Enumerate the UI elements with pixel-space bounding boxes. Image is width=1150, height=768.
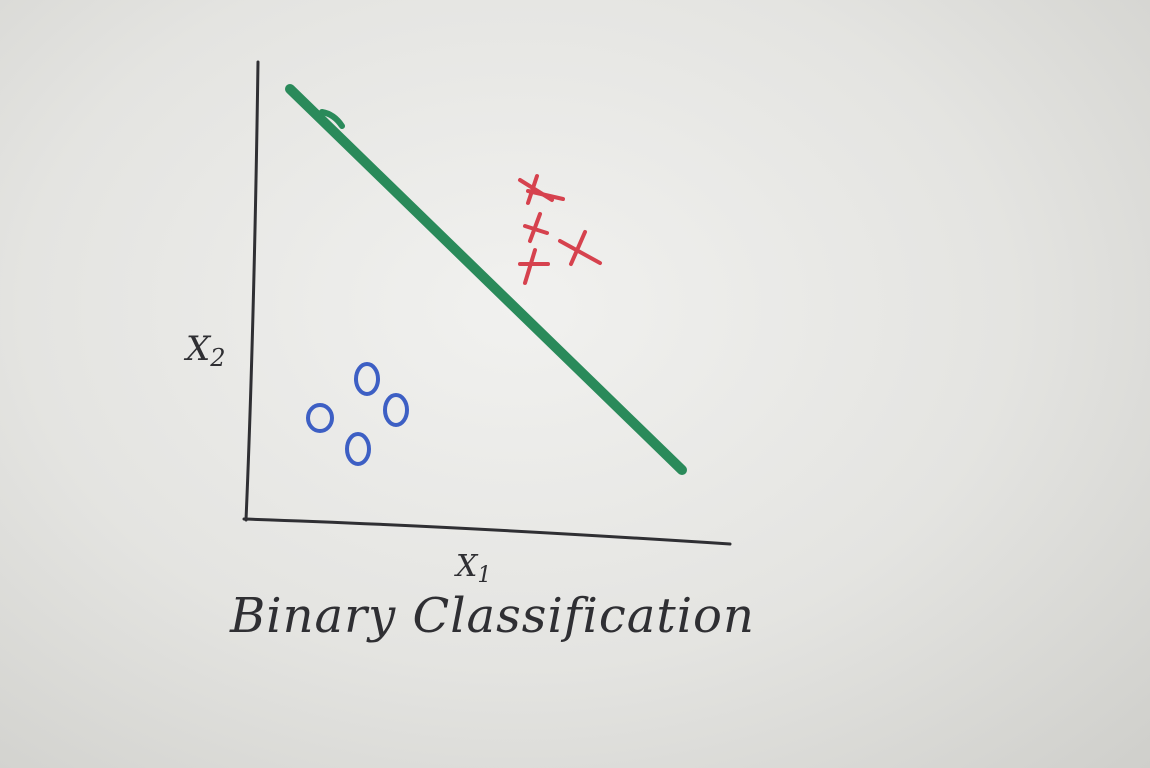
circle-marker <box>345 432 371 466</box>
circle-marker <box>306 403 334 433</box>
y-axis <box>244 60 260 522</box>
circle-marker <box>383 393 409 427</box>
cross-marker <box>518 174 565 205</box>
cross-marker <box>518 248 550 285</box>
x-axis-label: X1 <box>454 549 491 588</box>
x-axis <box>242 517 732 546</box>
cross-marker <box>523 212 549 243</box>
class-b-circle-markers <box>306 362 409 466</box>
circle-marker <box>354 362 380 396</box>
decision-boundary <box>285 84 687 475</box>
diagram-title: Binary Classification <box>229 588 755 644</box>
cross-marker <box>558 230 602 266</box>
y-axis-label: X2 <box>183 329 226 372</box>
class-a-cross-markers <box>518 174 602 285</box>
